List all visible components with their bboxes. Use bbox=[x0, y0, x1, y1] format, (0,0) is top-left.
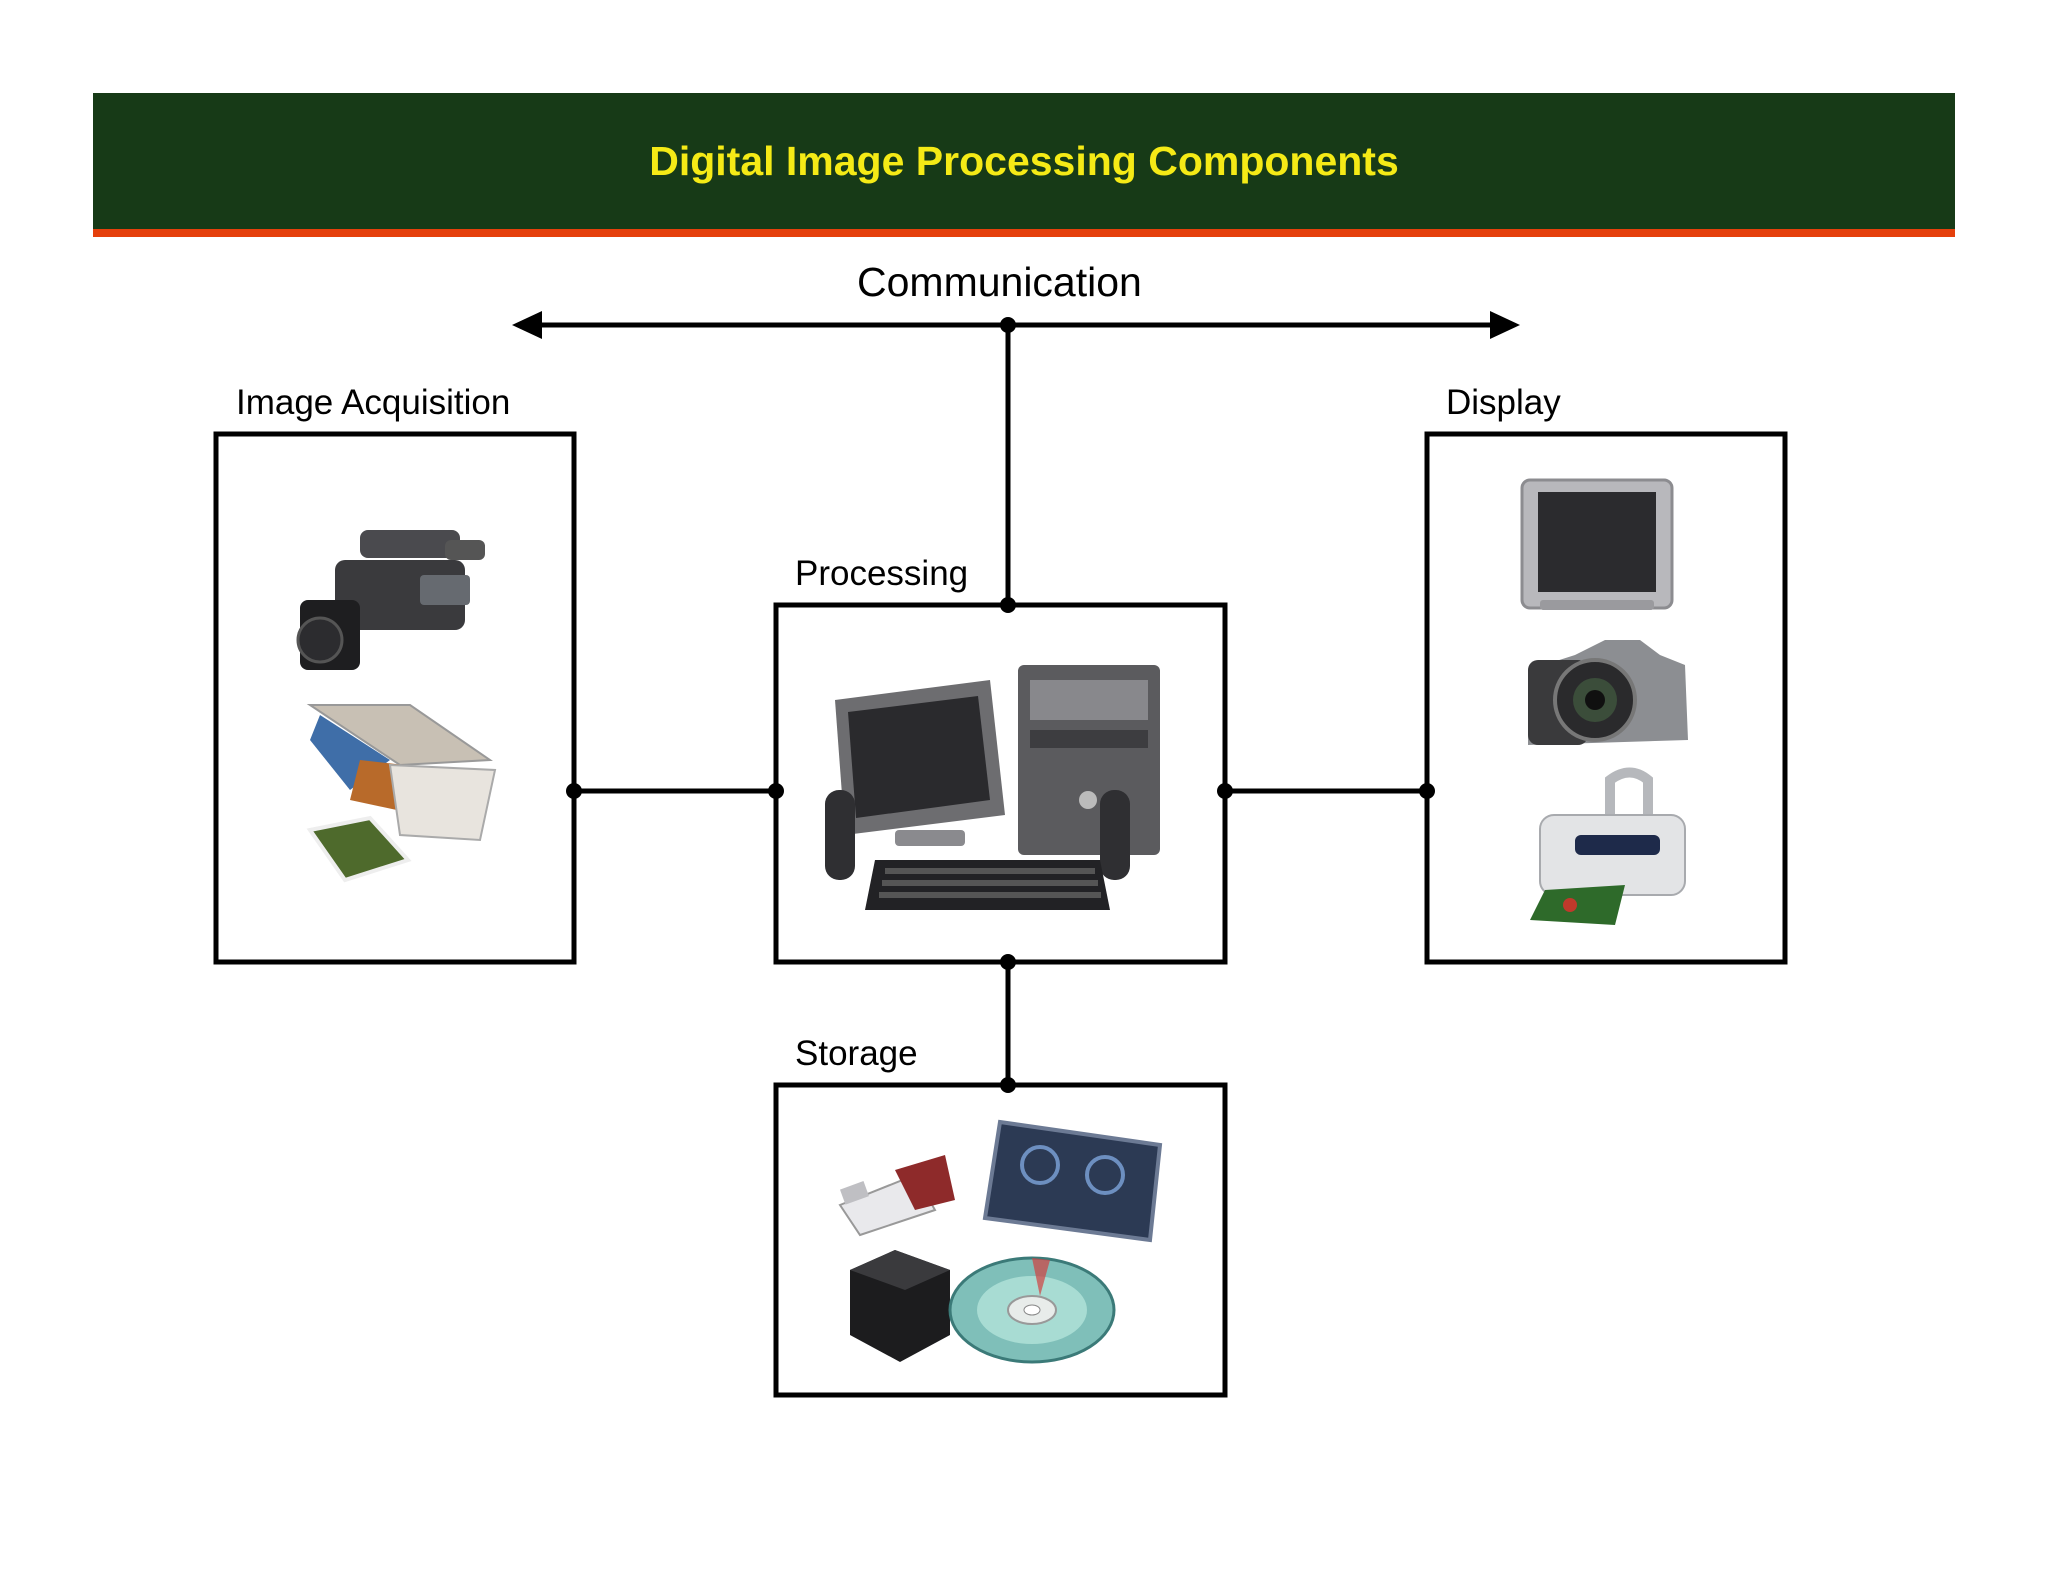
processing-label: Processing bbox=[795, 554, 969, 593]
image-acquisition-label: Image Acquisition bbox=[236, 383, 511, 422]
junction-dots bbox=[566, 317, 1435, 1093]
desktop-computer-icon bbox=[825, 665, 1160, 910]
optical-disc-icon bbox=[948, 1256, 1116, 1364]
usb-flash-drive-icon bbox=[838, 1155, 955, 1237]
page-title: Digital Image Processing Components bbox=[649, 137, 1399, 184]
communication-label: Communication bbox=[857, 259, 1142, 305]
flatbed-scanner-icon bbox=[306, 704, 497, 842]
display-label: Display bbox=[1446, 383, 1561, 422]
arrow-right-icon bbox=[1490, 311, 1520, 339]
title-banner: Digital Image Processing Components bbox=[93, 93, 1955, 237]
photo-print-icon bbox=[306, 815, 412, 883]
image-acquisition-box bbox=[213, 431, 577, 965]
portable-hard-drive-icon bbox=[982, 1119, 1163, 1243]
communication-bus bbox=[535, 322, 1495, 605]
storage-label: Storage bbox=[795, 1034, 918, 1073]
connector-lines bbox=[574, 788, 1427, 1085]
television-icon bbox=[1520, 478, 1674, 610]
dslr-camera-icon bbox=[1528, 640, 1688, 745]
inkjet-printer-icon bbox=[1530, 767, 1686, 925]
arrow-left-icon bbox=[512, 311, 542, 339]
video-camera-icon bbox=[296, 530, 485, 670]
external-drive-box-icon bbox=[850, 1250, 950, 1362]
